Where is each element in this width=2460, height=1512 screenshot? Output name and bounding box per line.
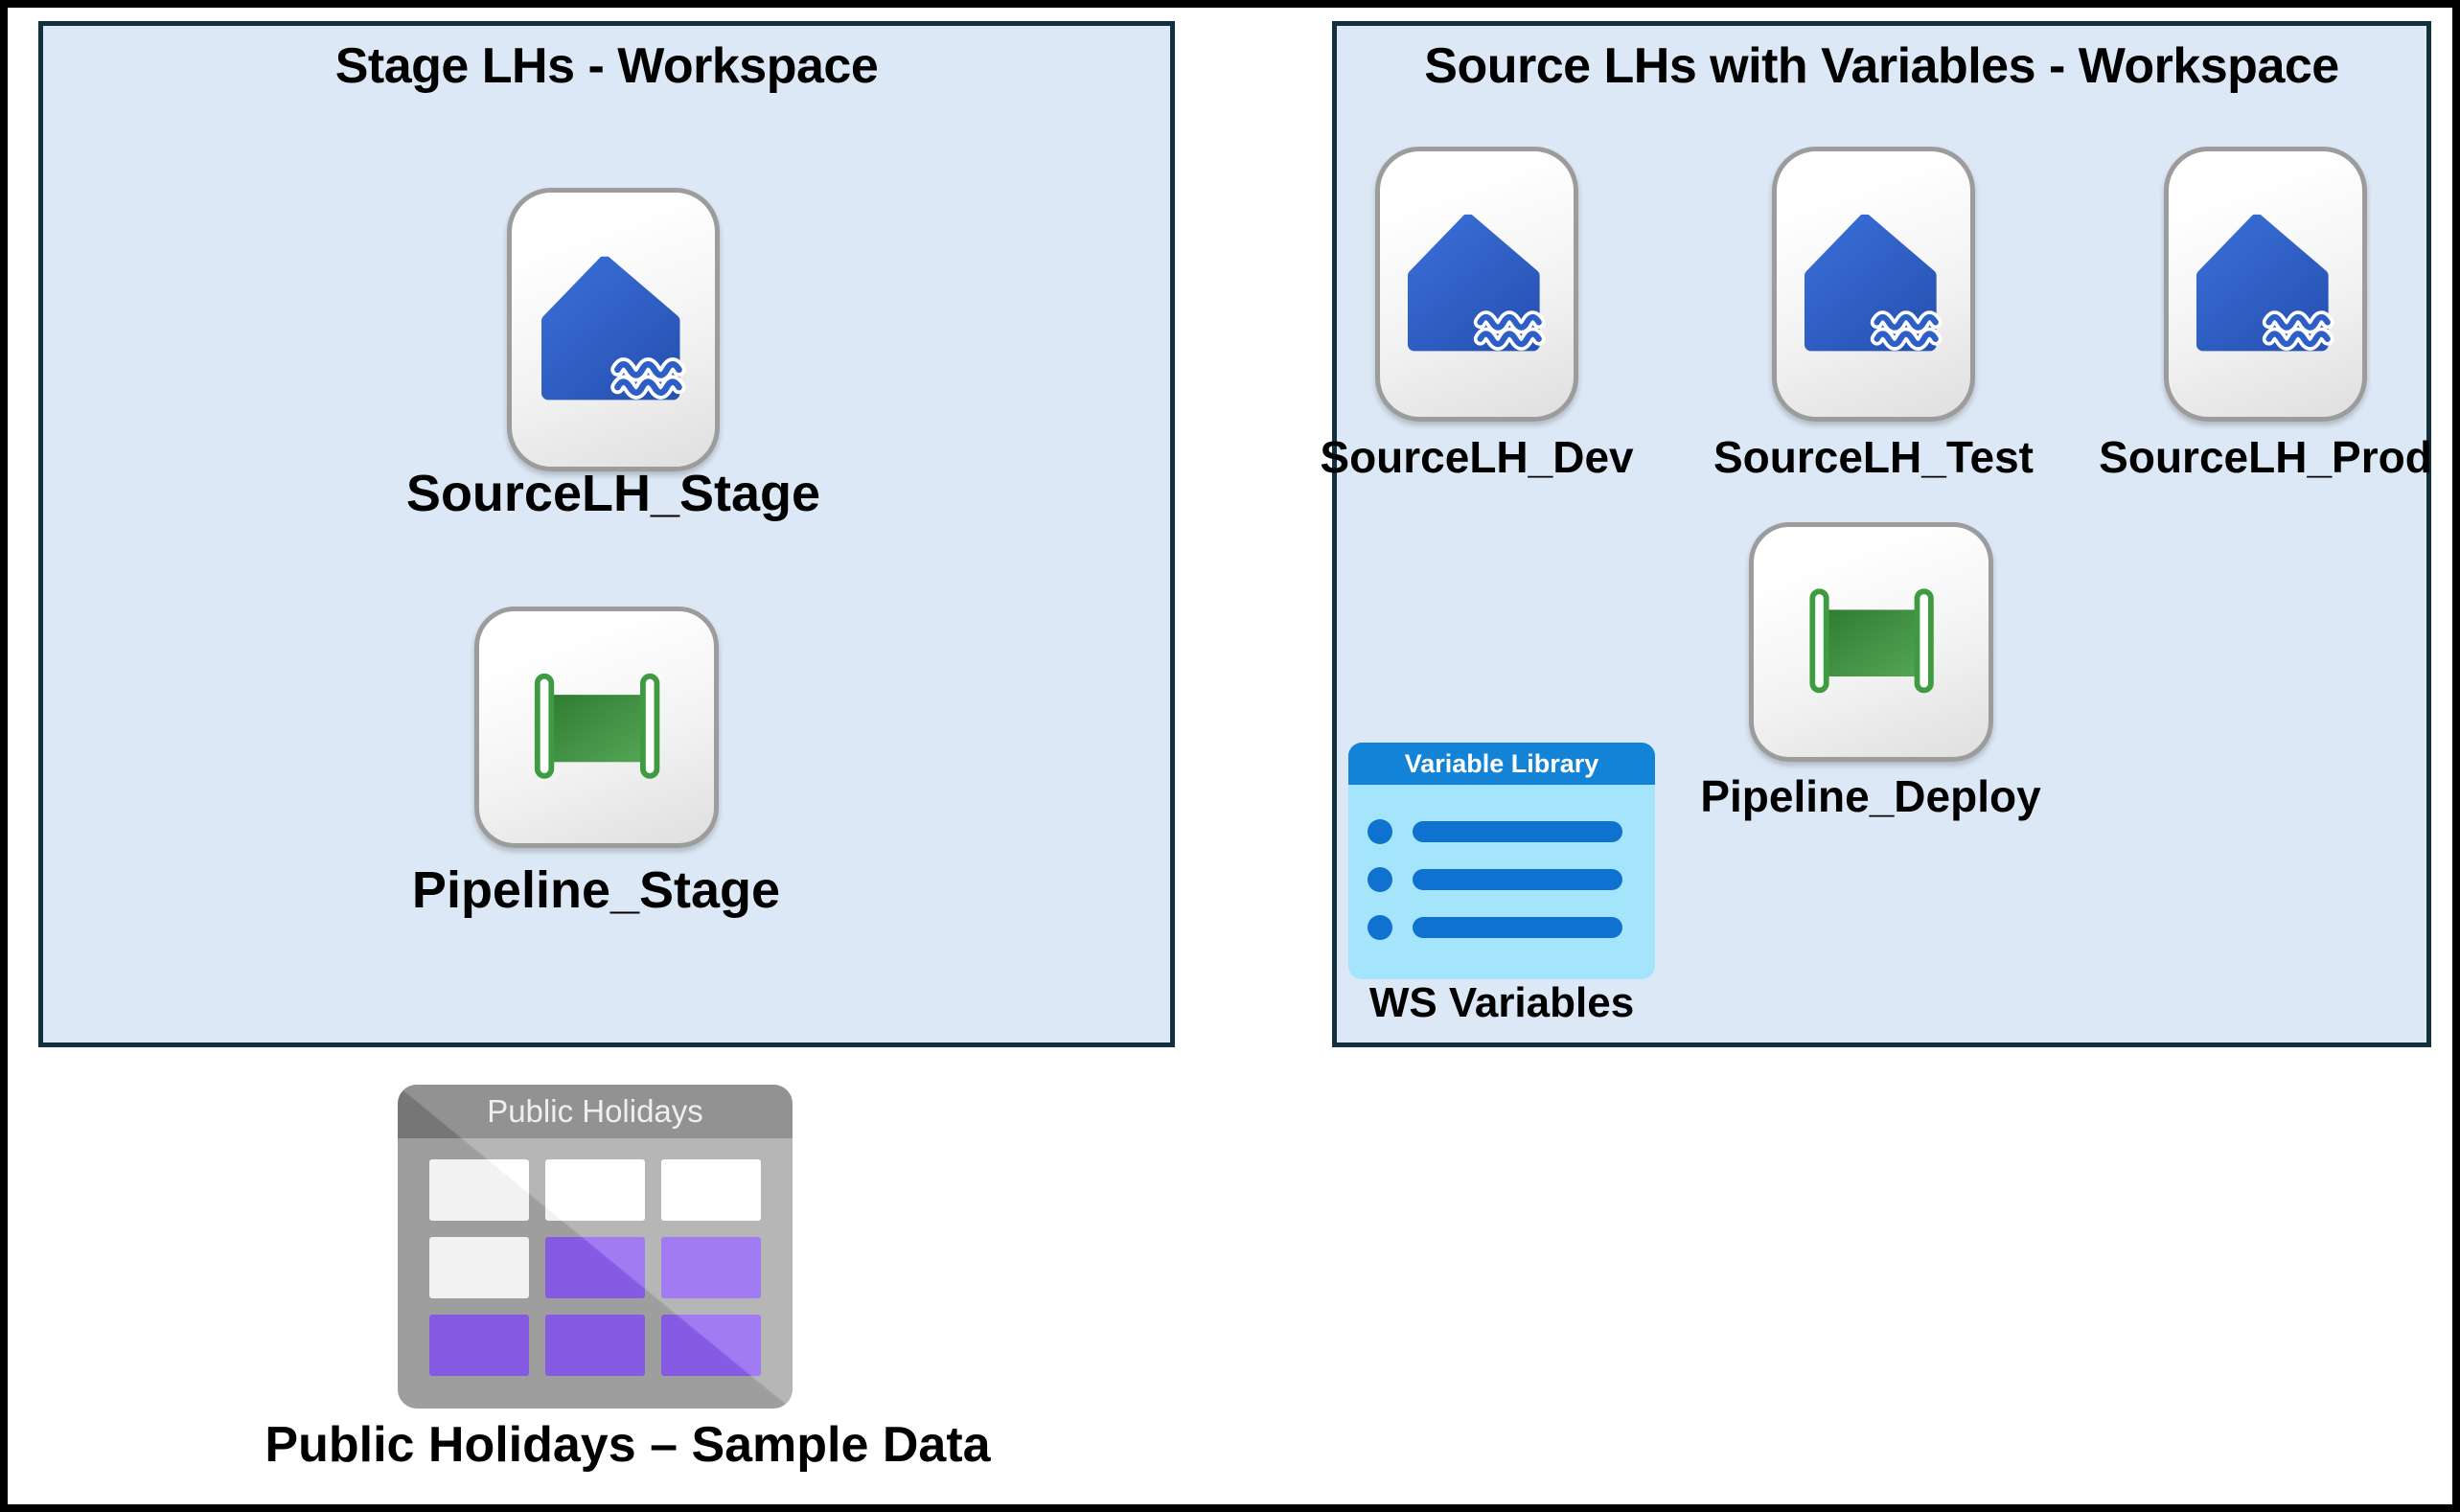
pipeline-icon: [479, 611, 714, 843]
pipeline-tile: [474, 607, 719, 848]
variable-library-header: Variable Library: [1348, 743, 1655, 785]
variable-row: [1368, 867, 1622, 892]
table-cell: [545, 1315, 645, 1376]
workspace-box-source-lhs-variables: Source LHs with Variables - Workspace So…: [1320, 21, 2432, 1047]
table-cell: [661, 1315, 761, 1376]
lakehouse-tile: [2164, 147, 2367, 422]
variable-row: [1368, 819, 1622, 844]
workspace-box-stage-lhs: Stage LHs - Workspace SourceLH_Stage Pip…: [38, 21, 1175, 1047]
workspace-title: Stage LHs - Workspace: [334, 38, 879, 94]
item-label-sourcelh-prod: SourceLH_Prod: [2099, 432, 2432, 482]
lakehouse-icon: [540, 253, 687, 406]
table-cell: [429, 1237, 529, 1298]
table-cell: [661, 1237, 761, 1298]
workspace-title: Source LHs with Variables - Workspace: [1424, 38, 2339, 94]
item-label-pipeline-deploy: Pipeline_Deploy: [1700, 771, 2041, 821]
variable-bar: [1413, 821, 1622, 842]
bullet-icon: [1368, 867, 1392, 892]
bullet-icon: [1368, 915, 1392, 940]
variable-library-icon: Variable Library: [1348, 743, 1655, 979]
variable-bar: [1413, 917, 1622, 938]
item-label-sourcelh-dev: SourceLH_Dev: [1320, 432, 1634, 482]
table-icon: Public Holidays: [398, 1085, 793, 1409]
sample-data-label: Public Holidays – Sample Data: [264, 1417, 991, 1473]
lakehouse-tile: [507, 188, 720, 471]
lakehouse-icon: [1804, 210, 1943, 358]
lakehouse-icon: [2196, 210, 2334, 358]
lakehouse-tile: [1375, 147, 1578, 422]
table-cell: [429, 1159, 529, 1221]
item-label-ws-variables: WS Variables: [1368, 979, 1635, 1026]
table-cell: [545, 1237, 645, 1298]
item-label-pipeline-stage: Pipeline_Stage: [411, 861, 781, 919]
lakehouse-tile: [1772, 147, 1975, 422]
table-cell: [545, 1159, 645, 1221]
pipeline-icon: [1754, 527, 1989, 757]
table-cell: [661, 1159, 761, 1221]
item-label-sourcelh-stage: SourceLH_Stage: [405, 465, 821, 522]
table-icon-grid: [429, 1159, 761, 1376]
item-label-sourcelh-test: SourceLH_Test: [1713, 432, 2035, 482]
pipeline-tile: [1749, 522, 1993, 762]
variable-bar: [1413, 869, 1622, 890]
table-cell: [429, 1315, 529, 1376]
variable-library-rows: [1348, 785, 1655, 940]
table-icon-header: Public Holidays: [398, 1085, 793, 1138]
bullet-icon: [1368, 819, 1392, 844]
lakehouse-icon: [1407, 210, 1546, 358]
variable-row: [1368, 915, 1622, 940]
